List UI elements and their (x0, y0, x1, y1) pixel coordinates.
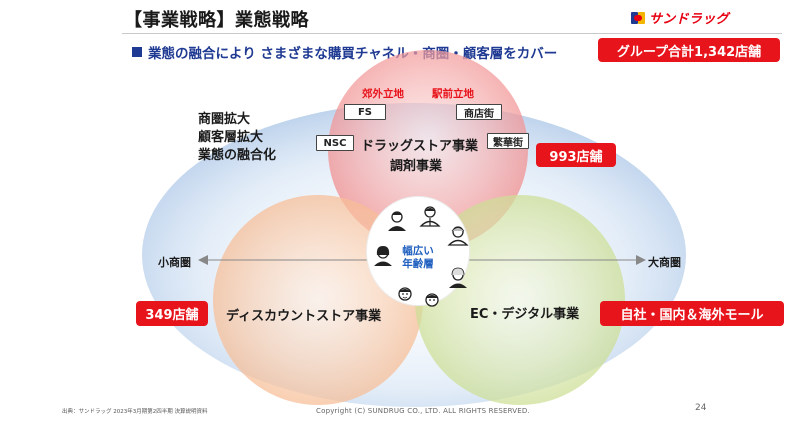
tag-shopping-street: 商店街 (456, 104, 502, 120)
page-title: 【事業戦略】業態戦略 (124, 10, 309, 31)
person-icon (393, 283, 417, 307)
title-divider (122, 33, 782, 34)
tag-nsc: NSC (316, 135, 354, 151)
age-range-line: 幅広い (402, 245, 434, 257)
arrow-right-icon (636, 255, 646, 265)
drugstore-count-badge: 993店舗 (536, 143, 616, 167)
drugstore-business-label: ドラッグストア事業 (361, 139, 479, 154)
strategy-list: 商圏拡大 顧客層拡大 業態の融合化 (198, 111, 276, 165)
age-range-label: 幅広い 年齢層 (395, 245, 441, 271)
group-total-badge: グループ合計1,342店舗 (598, 38, 780, 62)
strategy-item: 業態の融合化 (198, 148, 277, 163)
strategy-item: 顧客層拡大 (198, 130, 264, 145)
axis-small-label: 小商圏 (158, 256, 191, 269)
arrow-left-icon (198, 255, 208, 265)
page-number: 24 (695, 403, 707, 413)
person-icon (420, 289, 444, 313)
axis-large-label: 大商圏 (648, 256, 681, 269)
copyright: Copyright (C) SUNDRUG CO., LTD. ALL RIGH… (316, 407, 530, 415)
source-note: 出典：サンドラッグ 2023年3月期第2四半期 決算説明資料 (62, 409, 208, 415)
brand-logo: サンドラッグ (630, 8, 729, 27)
dispensing-business-label: 調剤事業 (390, 159, 443, 174)
bullet-square-icon (132, 47, 142, 57)
discount-business-label: ディスカウントストア事業 (226, 309, 382, 324)
suburban-label: 郊外立地 (362, 88, 404, 100)
sundrug-logo-icon (630, 10, 646, 26)
tag-fs: FS (344, 104, 386, 120)
person-icon (371, 243, 395, 267)
ec-business-label: EC・デジタル事業 (470, 307, 580, 322)
person-icon (446, 265, 470, 289)
person-icon (418, 203, 442, 227)
tag-downtown: 繁華街 (487, 133, 529, 149)
station-label: 駅前立地 (432, 88, 474, 100)
person-icon (446, 222, 470, 246)
person-icon (385, 208, 409, 232)
strategy-item: 商圏拡大 (198, 112, 251, 127)
drugstore-circle (328, 50, 528, 250)
discount-count-badge: 349店舗 (136, 301, 208, 326)
ec-channels-badge: 自社・国内＆海外モール (600, 301, 784, 326)
age-range-line: 年齢層 (402, 258, 434, 270)
brand-name: サンドラッグ (649, 12, 729, 27)
